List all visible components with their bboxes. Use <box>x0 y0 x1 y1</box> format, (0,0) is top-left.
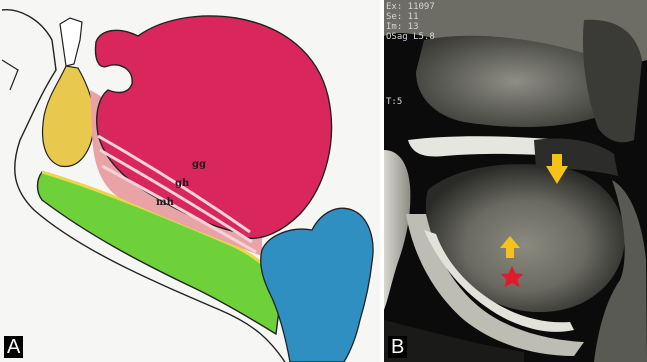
overlay-line-3: Im: 13 <box>386 22 435 32</box>
mri-overlay-text: Ex: 11097 Se: 11 Im: 13 OSag L5.8 <box>386 2 435 42</box>
overlay-line-2: Se: 11 <box>386 12 435 22</box>
label-mh: mh <box>156 197 175 208</box>
mri-side-label: T:5 <box>386 97 402 107</box>
label-gh: gh <box>175 178 190 189</box>
panel-b: Ex: 11097 Se: 11 Im: 13 OSag L5.8 T:5 B <box>384 0 647 362</box>
panel-a-letter: A <box>4 336 23 358</box>
tongue-illustration: gg gh mh <box>0 0 380 362</box>
label-gg: gg <box>192 159 206 170</box>
overlay-line-4: OSag L5.8 <box>386 32 435 42</box>
mri-image <box>384 0 647 362</box>
panel-a: gg gh mh A <box>0 0 380 362</box>
panel-b-letter: B <box>388 336 407 358</box>
overlay-line-1: Ex: 11097 <box>386 2 435 12</box>
